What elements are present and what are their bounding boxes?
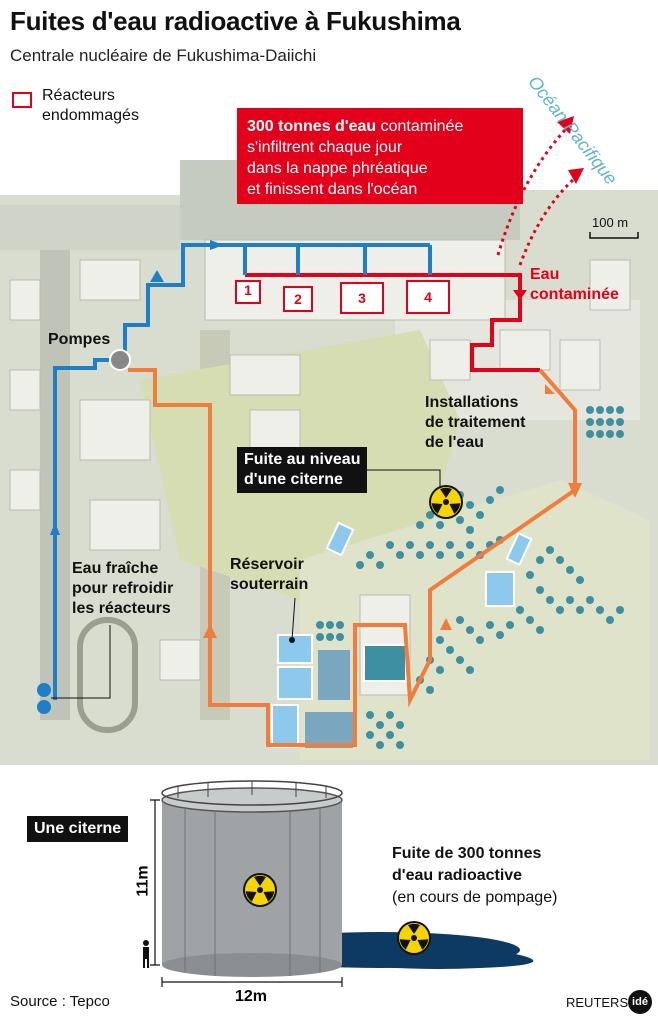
radiation-icon [243, 873, 277, 907]
pump-icon [109, 349, 131, 371]
fresh-water-path [53, 243, 432, 700]
treatment-label: Installations de traitement de l'eau [425, 394, 526, 451]
treatment-water-path [128, 368, 577, 747]
height-label: 11m [134, 865, 152, 897]
track [77, 617, 138, 733]
water-intake-icon [37, 683, 51, 697]
fresh-water-label: Eau fraîche pour refroidir les réacteurs [72, 560, 174, 617]
scale-bar [589, 232, 639, 239]
ridged-tanks [305, 650, 353, 748]
water-intake-icon [37, 700, 51, 714]
underground-reservoirs [271, 521, 533, 748]
reactor-box-2: 2 [283, 286, 313, 312]
width-dimension [161, 977, 343, 987]
alert-box: 300 tonnes d'eau contaminée s'infiltrent… [237, 108, 523, 204]
contaminated-water-label: Eau contaminée [530, 266, 619, 303]
leak-info-label: Fuite de 300 tonnes d'eau radioactive (e… [392, 845, 558, 906]
reactor-box-3: 3 [340, 282, 384, 314]
cistern-illustration [161, 780, 343, 977]
ide-logo: idé [628, 990, 652, 1014]
legend-label: Réacteurs endommagés [42, 87, 139, 124]
reactor-box-1: 1 [235, 280, 261, 304]
legend-swatch [12, 92, 32, 108]
scale-label: 100 m [592, 215, 629, 230]
reactor-box-4: 4 [406, 280, 450, 314]
reservoir-label: Réservoir souterrain [230, 556, 309, 593]
leak-to-ocean-arrows [496, 128, 577, 266]
page-title: Fuites d'eau radioactive à Fukushima [10, 6, 461, 36]
width-label: 12m [235, 988, 268, 1005]
source-label: Source : Tepco [10, 993, 110, 1010]
pumps-label: Pompes [48, 331, 111, 348]
credit-label: REUTERS - [566, 995, 637, 1010]
radiation-icon [397, 921, 431, 955]
height-dimension [150, 799, 160, 966]
central-tank [363, 644, 407, 682]
tank-leak-label: Fuite au niveau d'une citerne [237, 447, 368, 493]
person-icon [143, 940, 149, 968]
cistern-label: Une citerne [27, 816, 129, 842]
radiation-icon [429, 485, 463, 519]
page-subtitle: Centrale nucléaire de Fukushima-Daiichi [10, 46, 317, 65]
